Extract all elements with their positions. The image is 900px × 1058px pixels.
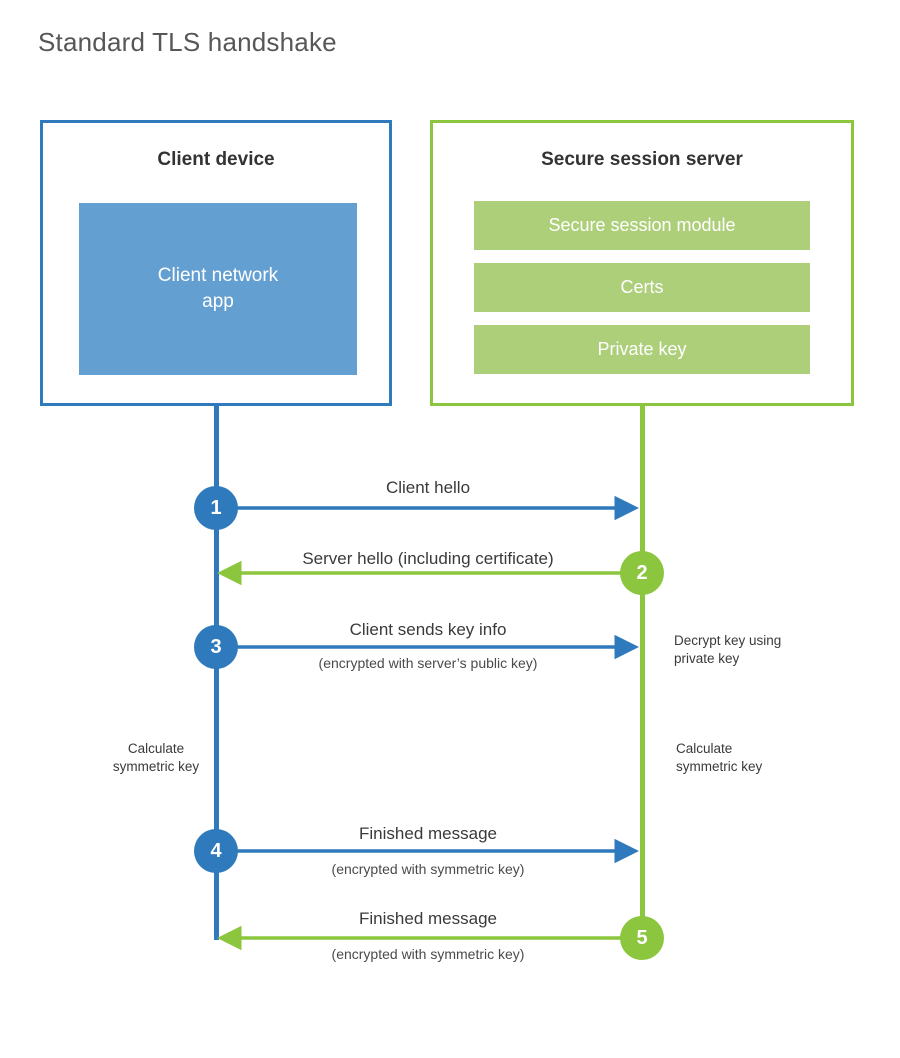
message-label-step-3: Client sends key info [349, 620, 507, 639]
server-component-secure-session-module: Secure session module [474, 201, 810, 250]
note-decrypt-key: Decrypt key using private key [674, 633, 782, 667]
client-device-box: Client device Client network app [40, 120, 392, 406]
message-label-step-2: Server hello (including certificate) [302, 549, 554, 568]
step-badge-1: 1 [194, 486, 238, 530]
client-lifeline [214, 403, 219, 940]
step-badge-5: 5 [620, 916, 664, 960]
server-component-label: Private key [597, 339, 687, 359]
message-sublabel-step-4: (encrypted with symmetric key) [331, 861, 525, 877]
page-title: Standard TLS handshake [38, 27, 337, 57]
server-component-label: Certs [620, 277, 664, 297]
message-label-step-5: Finished message [359, 909, 497, 928]
server-lifeline [640, 403, 645, 940]
server-component-certs: Certs [474, 263, 810, 312]
message-label-step-1: Client hello [385, 478, 471, 497]
client-device-title: Client device [157, 149, 275, 170]
step-badge-3: 3 [194, 625, 238, 669]
server-component-label: Secure session module [548, 215, 736, 235]
client-network-app-label: Client network app [157, 265, 279, 312]
step-badge-2: 2 [620, 551, 664, 595]
secure-session-server-title: Secure session server [541, 149, 743, 170]
note-calculate-symmetric-key-server: Calculate symmetric key [676, 741, 763, 775]
server-component-private-key: Private key [474, 325, 810, 374]
message-sublabel-step-5: (encrypted with symmetric key) [331, 946, 525, 962]
step-badge-4: 4 [194, 829, 238, 873]
secure-session-server-box: Secure session server Secure session mod… [430, 120, 854, 406]
message-label-step-4: Finished message [359, 824, 497, 843]
message-sublabel-step-3: (encrypted with server’s public key) [318, 655, 538, 671]
client-network-app-block: Client network app [79, 203, 357, 375]
note-calculate-symmetric-key-client: Calculate symmetric key [112, 741, 200, 775]
